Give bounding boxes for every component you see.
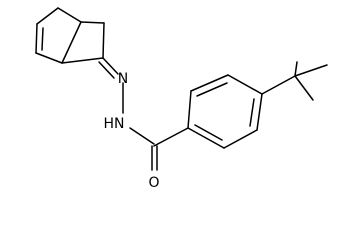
- bond-nh-carbonyl: [129, 127, 155, 145]
- cyclobutane-ring: [61, 21, 105, 64]
- bond-cq-me-down: [294, 75, 314, 101]
- bond-c7-n-double-a: [102, 57, 119, 75]
- bond-c1-c2: [57, 7, 82, 23]
- bond-ar6-ar1: [187, 127, 225, 149]
- bond-c4-c5: [35, 52, 63, 64]
- bond-c6-c7: [102, 22, 105, 59]
- bond-c7-n-double-b: [98, 61, 115, 79]
- bond-cq-me-up: [294, 61, 298, 77]
- benzene-ring: [187, 74, 263, 149]
- bond-ar6-ar1-inner: [194, 124, 223, 141]
- bond-ar1-ar2: [187, 90, 192, 129]
- bond-c1-c6: [80, 21, 105, 24]
- carbonyl-group: [151, 127, 189, 171]
- bond-c3-c4-double-outer: [35, 23, 38, 54]
- bond-ar2-ar3: [190, 74, 229, 92]
- bond-c5-c1-fusion: [61, 21, 82, 64]
- bond-ar4-ar5-inner: [249, 98, 255, 127]
- carbonyl-oxygen-label: O: [148, 175, 159, 191]
- bond-ar2-ar3-inner: [196, 82, 228, 97]
- bond-cq-me-right: [294, 64, 328, 77]
- cyclopentene-ring: [35, 7, 82, 64]
- bond-ar3-ar4: [227, 74, 263, 95]
- bond-c2-c3: [36, 7, 59, 25]
- hydrazone-linker: [98, 57, 155, 145]
- bond-c7-c5: [61, 57, 104, 64]
- bond-ar4-ar5: [256, 93, 263, 131]
- bond-ar5-ar6: [223, 129, 258, 149]
- amide-nh-label: HN: [104, 116, 125, 132]
- bond-ar4-cq: [261, 75, 296, 95]
- tert-butyl-group: [261, 61, 328, 101]
- bond-carbonyl-aryl: [153, 127, 189, 147]
- bond-c3-c4-double-inner: [41, 27, 44, 51]
- structure-diagram: N HN O: [35, 7, 328, 191]
- imine-nitrogen-label: N: [118, 71, 128, 87]
